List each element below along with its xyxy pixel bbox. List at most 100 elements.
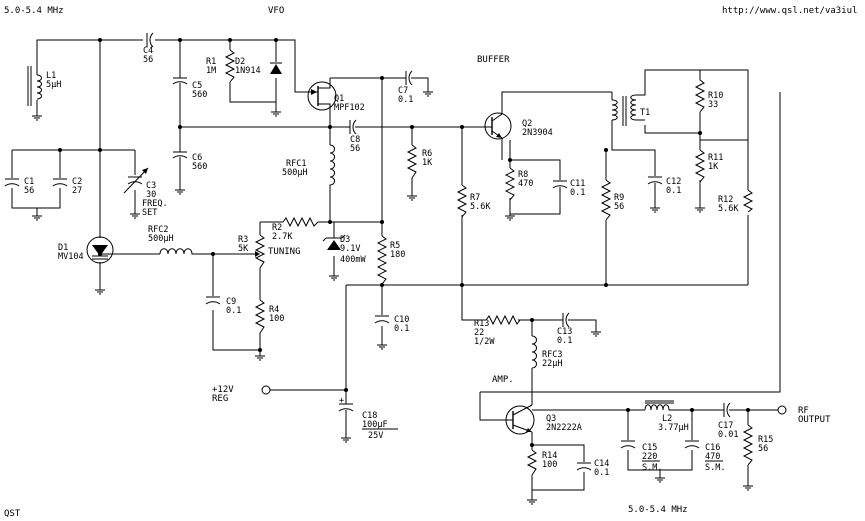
C17-value: 0.01 [718,430,738,440]
T1-transformer-symbol [611,94,645,126]
R4-ref: R4 [269,305,279,315]
C1-ref: C1 [24,177,34,187]
C12-ref: C12 [666,177,681,187]
C1-value: 56 [24,186,34,196]
R6-value: 1K [422,158,433,168]
C9-value: 0.1 [226,306,241,316]
D3-value: 9.1V [340,244,360,254]
C16-ref: C16 [705,443,720,453]
R9-ref: R9 [614,193,624,203]
RFC2-inductor-symbol [159,248,196,255]
C6-capacitor-symbol [172,150,188,163]
C6-ref: C6 [192,153,202,163]
Q1-value: MPF102 [334,103,365,113]
C14-ref: C14 [594,459,609,469]
buffer-label: BUFFER [477,55,510,65]
C2-ref: C2 [72,177,82,187]
C5-capacitor-symbol [172,72,188,102]
R14-value: 100 [542,460,557,470]
C14-value: 0.1 [594,468,609,478]
C8-ref: C8 [350,135,360,145]
rf-label: RF [798,406,809,416]
C3-ref: C3 [146,181,156,191]
D2-value: 1N914 [235,66,261,76]
L2-value: 3.77µH [658,423,689,433]
C18-electrolytic-capacitor-symbol: + [338,396,354,412]
C18-voltage: 25V [368,431,383,441]
tuning-label: TUNING [268,247,301,257]
R5-resistor-symbol [376,235,388,296]
C10-capacitor-symbol [374,315,390,324]
C15-note: S.M. [642,463,662,473]
freq-top-label: 5.0-5.4 MHz [4,6,64,16]
R12-value: 5.6K [718,204,739,214]
L2-ref: L2 [662,414,672,424]
Q1-ref: Q1 [334,94,344,104]
R10-resistor-symbol [694,70,706,113]
R12-ref: R12 [718,195,733,205]
C13-value: 0.1 [557,336,572,346]
Q3-npn-transistor-symbol [503,404,540,435]
R13-resistor-symbol [485,314,521,326]
C17-ref: C17 [718,421,733,431]
L1-value: 5µH [46,80,61,90]
RFC1-inductor-symbol [329,144,335,193]
R7-ref: R7 [470,193,480,203]
C4-ref: C4 [143,46,153,56]
Q2-npn-transistor-symbol [484,112,512,140]
RFC2-value: 500µH [148,234,174,244]
C15-value: 220 [642,452,657,462]
R8-resistor-symbol [504,167,516,201]
C7-capacitor-symbol [402,70,416,86]
C13-capacitor-symbol [560,312,573,328]
D1-value: MV104 [58,252,84,262]
freq-set-label: SET [142,208,157,218]
C11-capacitor-symbol [552,180,568,200]
R13-ref: R13 [474,319,489,329]
C8-capacitor-symbol [346,119,360,135]
R14-ref: R14 [542,451,557,461]
R1-ref: R1 [206,57,216,67]
R8-value: 470 [518,179,533,189]
Q1-jfet-symbol [306,78,337,111]
R13-power: 1/2W [474,337,495,347]
C7-ref: C7 [398,86,408,96]
C17-capacitor-symbol [720,402,734,418]
R1-value: 1M [206,66,216,76]
C14-capacitor-symbol [576,462,592,471]
C5-value: 560 [192,90,207,100]
Q2-ref: Q2 [522,119,532,129]
url-label: http://www.qsl.net/va3iul [722,6,857,16]
C16-note: S.M. [705,463,725,473]
RFC2-ref: RFC2 [148,225,168,235]
C4-capacitor-symbol [146,32,154,48]
C13-ref: C13 [557,327,572,337]
RFC1-ref: RFC1 [286,159,306,169]
R10-ref: R10 [708,91,723,101]
RFC3-ref: RFC3 [542,350,562,360]
C5-ref: C5 [192,81,202,91]
C15-ref: C15 [642,443,657,453]
Q3-ref: Q3 [546,414,556,424]
supply-terminal [261,385,271,395]
C2-capacitor-symbol [52,178,68,187]
svg-text:+: + [339,396,344,406]
R4-resistor-symbol [254,299,266,336]
C15-capacitor-symbol [620,440,636,449]
R3-ref: R3 [238,235,248,245]
R2-resistor-symbol [282,216,319,228]
R2-ref: R2 [272,223,282,233]
C9-ref: C9 [226,297,236,307]
C4-value: 56 [143,55,153,65]
R7-value: 5.6K [470,202,491,212]
freq-set-prefix: FREQ. [142,199,168,209]
D2-diode-symbol [270,62,282,74]
R1-resistor-symbol [224,49,236,83]
R6-ref: R6 [422,149,432,159]
C16-capacitor-symbol [684,440,700,449]
D2-ref: D2 [235,57,245,67]
labels: 5.0-5.4 MHz VFO http://www.qsl.net/va3iu… [4,6,857,519]
supply-sub-label: REG [212,394,228,404]
D3-power: 400mW [340,255,366,265]
C10-value: 0.1 [394,324,409,334]
